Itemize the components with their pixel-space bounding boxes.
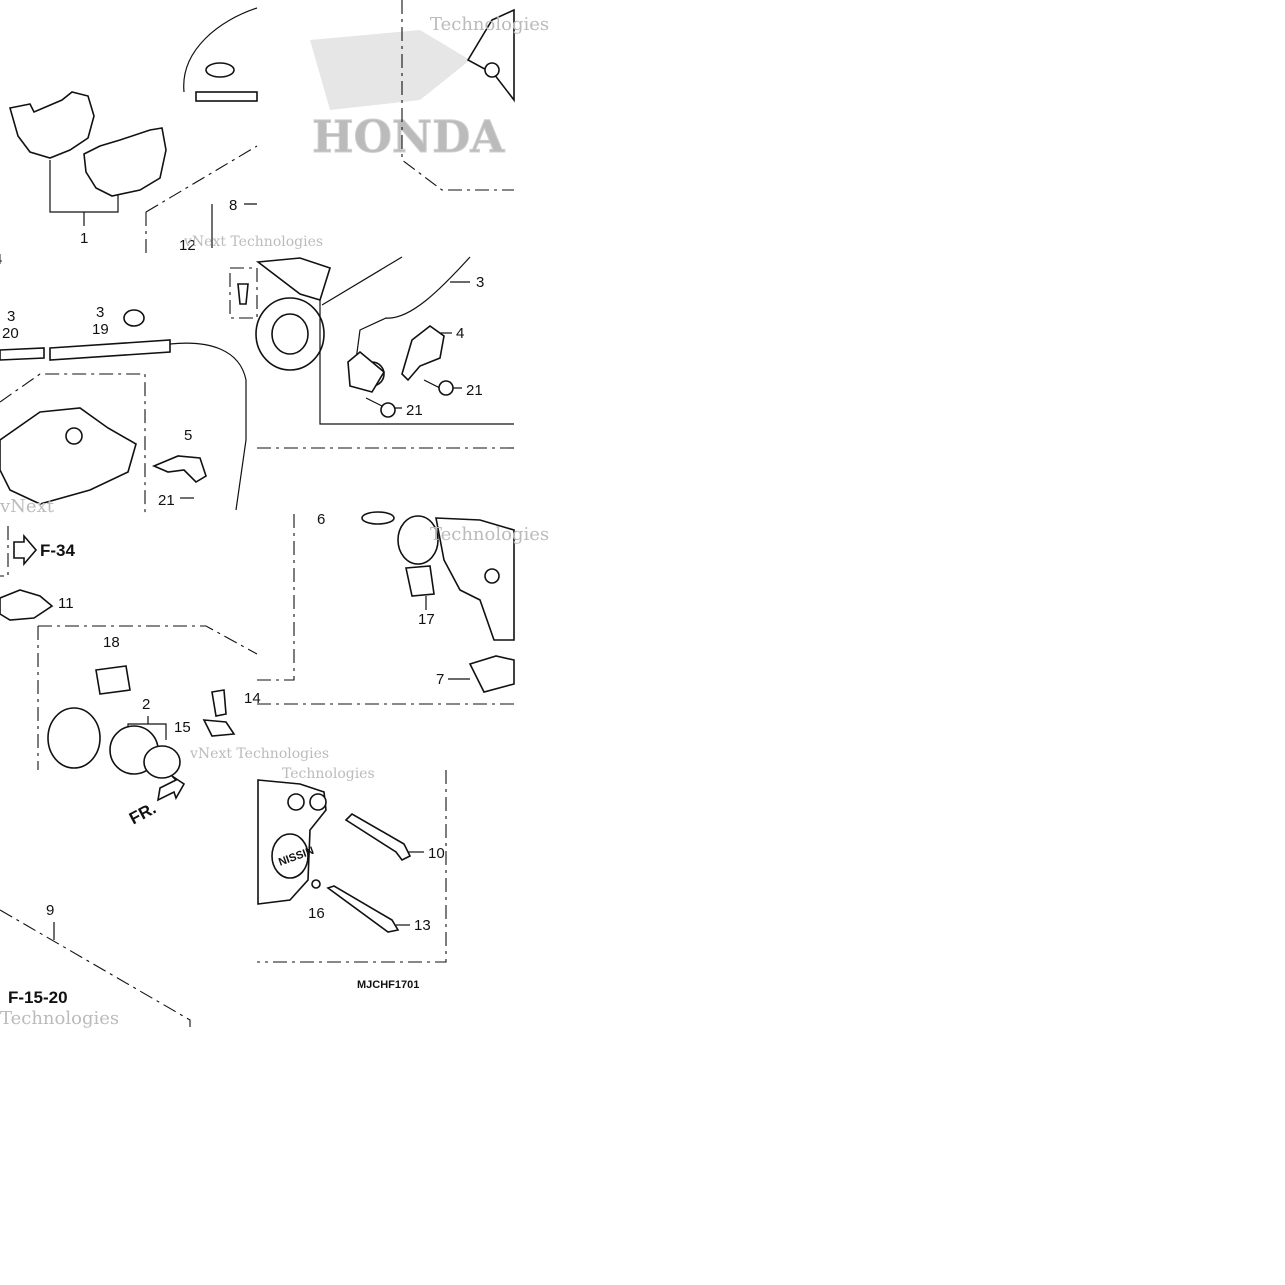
watermark-tile2: Technologies: [430, 14, 549, 35]
callout-4: 4: [456, 325, 464, 342]
ref-arrow-shape: [13, 533, 38, 567]
tile-bracket: 6 17 7 Technologies: [257, 511, 549, 705]
callout-7: 7: [436, 671, 444, 688]
callout-15: 15: [174, 719, 191, 736]
callout-19: 19: [92, 321, 109, 338]
callout-13: 13: [414, 917, 431, 934]
callout-4-edge: 4: [0, 251, 2, 268]
tile-seals: F-34 11 18 2 14 15 vNext Technologies: [0, 526, 329, 779]
watermark-tile1: vNext Technologies: [183, 234, 323, 250]
brake-pad-left-shape: [8, 91, 95, 159]
watermark-tile3: vNext: [0, 496, 55, 517]
callout-3a: 3: [7, 308, 15, 325]
callout-10: 9: [46, 902, 54, 919]
callout-3b: 3: [96, 304, 104, 321]
brake-pad-right-shape: [83, 127, 167, 197]
callout-14: 14: [244, 690, 261, 707]
watermark-tile7: Technologies: [0, 1008, 119, 1029]
callout-8: 8: [229, 197, 237, 214]
callout-12: 12: [179, 237, 196, 254]
callout-21b: 21: [466, 382, 483, 399]
callout-11: 11: [58, 595, 74, 612]
callout-9: 10: [428, 845, 445, 862]
watermark-tile8: Technologies: [282, 766, 375, 782]
tile-logo: HONDA Technologies: [310, 0, 549, 191]
ref-f15-20: F-15-20: [8, 988, 68, 1007]
tile-hose: 3 20 3 19 5 21 4 vNext: [0, 251, 247, 517]
tile-caliper: NISSIN 10 16 13 Technologies MJCHF1701: [257, 766, 447, 991]
ref-f34: F-34: [40, 541, 76, 560]
callout-2: 2: [142, 696, 150, 713]
brand-watermark: HONDA: [312, 112, 505, 163]
tile-rotor: FR. 9 F-15-20 Technologies: [0, 775, 191, 1029]
callout-20: 20: [2, 325, 19, 342]
direction-label: FR.: [126, 799, 159, 829]
front-arrow-shape: [156, 775, 186, 802]
callout-6: 6: [317, 511, 325, 528]
callout-17: 17: [418, 611, 435, 628]
callout-21a: 21: [158, 492, 175, 509]
callout-5: 5: [184, 427, 192, 444]
callout-1: 1: [80, 230, 88, 247]
watermark-tile5: vNext Technologies: [189, 746, 329, 762]
callout-21c: 21: [406, 402, 423, 419]
watermark-tile6: Technologies: [430, 524, 549, 545]
callout-16: 16: [308, 905, 325, 922]
callout-18: 18: [103, 634, 120, 651]
figure-code: MJCHF1701: [357, 979, 419, 991]
callout-3c: 3: [476, 274, 484, 291]
tile-sensor: 3 4 21 21: [229, 256, 514, 449]
tile-brake-pads: 1 8 12 vNext Technologies: [8, 7, 323, 257]
